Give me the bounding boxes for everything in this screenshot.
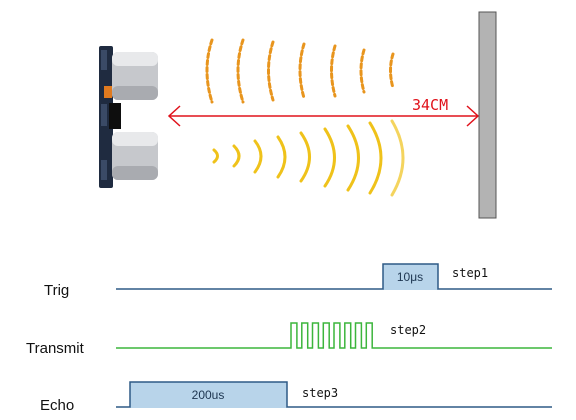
transmit-waveform xyxy=(116,322,552,349)
outgoing-wave xyxy=(298,42,306,100)
distance-label: 34CM xyxy=(412,96,448,114)
outgoing-wave xyxy=(359,48,366,94)
sensor-chip xyxy=(109,103,121,129)
transmit-label: Transmit xyxy=(26,340,85,357)
incoming-wave xyxy=(253,139,263,174)
echo-waveform xyxy=(116,381,552,408)
incoming-wave xyxy=(346,124,360,192)
incoming-wave xyxy=(212,148,219,164)
distance-arrow-right-head xyxy=(466,105,480,127)
echo-label: Echo xyxy=(40,397,74,414)
echo-step-label: step3 xyxy=(302,386,338,400)
outgoing-wave xyxy=(267,40,275,102)
incoming-wave xyxy=(232,144,241,168)
outgoing-wave xyxy=(389,52,395,90)
incoming-wave xyxy=(390,119,405,197)
receiver-highlight xyxy=(112,132,158,146)
outgoing-wave xyxy=(330,44,337,98)
echo-pulse-label: 200us xyxy=(192,388,225,402)
trig-waveform xyxy=(116,263,552,290)
incoming-wave xyxy=(368,121,383,195)
trig-signal: Trig 10μs step1 xyxy=(44,263,552,299)
echo-pulse-fill xyxy=(130,382,287,408)
sensor-crystal xyxy=(104,86,112,98)
incoming-wave-group xyxy=(212,119,405,197)
trig-pulse-label: 10μs xyxy=(397,270,423,284)
sensor-pin xyxy=(101,160,107,180)
incoming-wave xyxy=(299,131,311,183)
sensor-pin xyxy=(101,50,107,70)
transmit-signal: Transmit step2 xyxy=(26,322,552,357)
echo-signal: Echo 200us step3 xyxy=(40,381,552,414)
ultrasonic-sensor-icon xyxy=(99,46,158,188)
outgoing-wave xyxy=(236,38,245,104)
incoming-wave xyxy=(276,135,287,179)
sensor-pin xyxy=(101,104,107,126)
transmit-step-label: step2 xyxy=(390,323,426,337)
outgoing-wave xyxy=(205,38,214,104)
wall-icon xyxy=(478,11,497,219)
distance-arrow xyxy=(167,105,480,127)
outgoing-wave-group xyxy=(205,38,395,104)
incoming-wave xyxy=(323,127,336,188)
trig-step-label: step1 xyxy=(452,266,488,280)
receiver-shadow xyxy=(112,166,158,180)
transmitter-highlight xyxy=(112,52,158,66)
trig-label: Trig xyxy=(44,282,69,299)
transmitter-shadow xyxy=(112,86,158,100)
trig-pulse-fill xyxy=(383,264,438,290)
distance-arrow-left-head xyxy=(167,105,181,127)
